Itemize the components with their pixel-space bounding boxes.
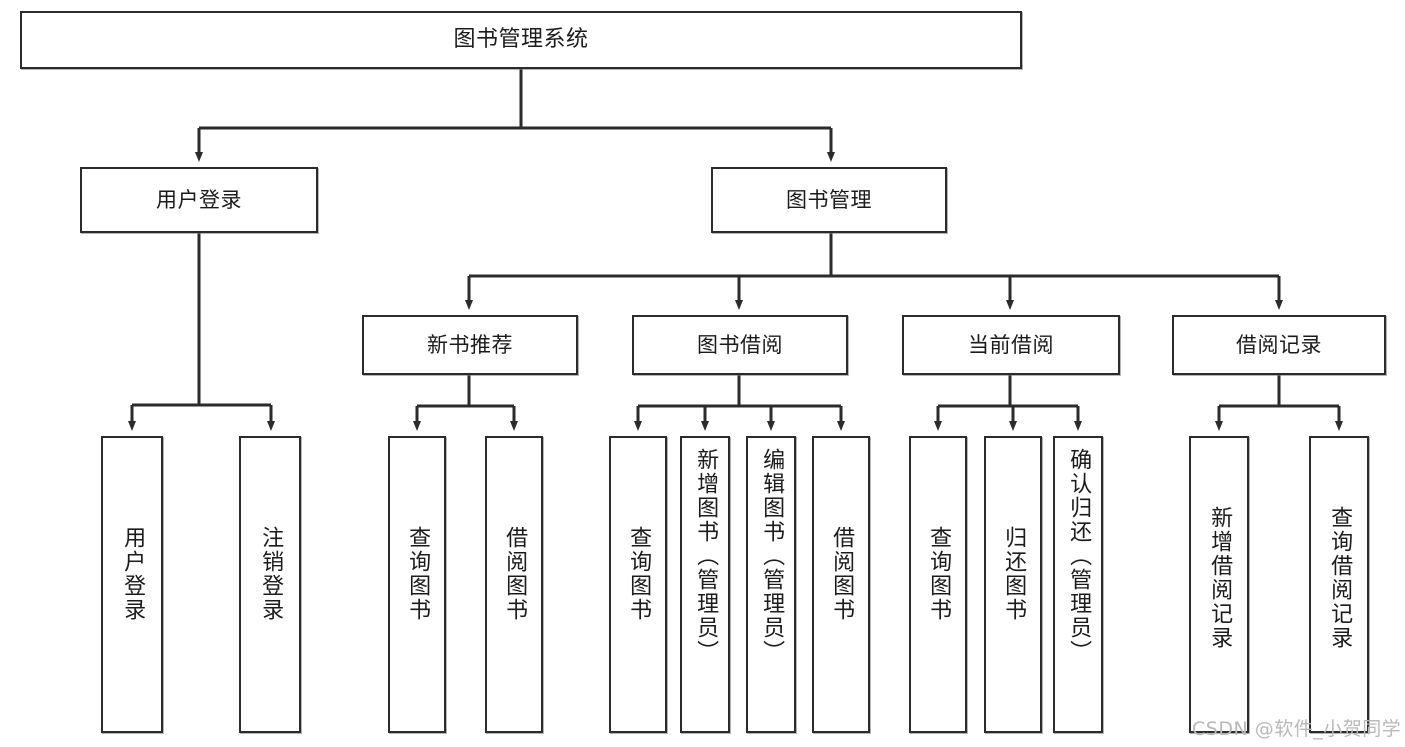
node-leaf-edit-book[interactable]: 编辑图书（管理员） bbox=[746, 436, 796, 733]
node-leaf-logout-label: 注销登录 bbox=[258, 526, 284, 622]
node-leaf-edit-book-label: 编辑图书（管理员） bbox=[759, 448, 785, 664]
node-leaf-return-book-label: 归还图书 bbox=[1001, 526, 1027, 622]
node-leaf-query-book-2-label: 查询图书 bbox=[626, 526, 652, 622]
node-leaf-add-record[interactable]: 新增借阅记录 bbox=[1189, 436, 1249, 733]
node-leaf-return-book[interactable]: 归还图书 bbox=[984, 436, 1042, 733]
node-book-borrow[interactable]: 图书借阅 bbox=[632, 315, 848, 375]
node-leaf-borrow-book-2-label: 借阅图书 bbox=[829, 526, 855, 622]
node-leaf-add-book[interactable]: 新增图书（管理员） bbox=[680, 436, 730, 733]
node-leaf-add-record-label: 新增借阅记录 bbox=[1207, 506, 1233, 650]
node-leaf-query-book-3[interactable]: 查询图书 bbox=[909, 436, 967, 733]
node-leaf-confirm-return[interactable]: 确认归还（管理员） bbox=[1053, 436, 1103, 733]
node-borrow-record-label: 借阅记录 bbox=[1236, 332, 1322, 357]
node-current-borrow-label: 当前借阅 bbox=[968, 332, 1054, 357]
node-root-label: 图书管理系统 bbox=[453, 27, 589, 53]
node-leaf-query-book-1-label: 查询图书 bbox=[405, 526, 431, 622]
node-root[interactable]: 图书管理系统 bbox=[20, 11, 1022, 69]
node-book-manage[interactable]: 图书管理 bbox=[711, 167, 947, 233]
node-leaf-borrow-book-2[interactable]: 借阅图书 bbox=[812, 436, 870, 733]
node-leaf-borrow-book-1[interactable]: 借阅图书 bbox=[485, 436, 543, 733]
node-leaf-borrow-book-1-label: 借阅图书 bbox=[502, 526, 528, 622]
node-leaf-user-login-label: 用户登录 bbox=[120, 526, 146, 622]
node-leaf-add-book-label: 新增图书（管理员） bbox=[693, 448, 719, 664]
node-leaf-query-book-2[interactable]: 查询图书 bbox=[609, 436, 667, 733]
node-borrow-record[interactable]: 借阅记录 bbox=[1172, 315, 1386, 375]
node-leaf-logout[interactable]: 注销登录 bbox=[239, 436, 301, 733]
node-user-login[interactable]: 用户登录 bbox=[80, 167, 318, 233]
node-leaf-query-record[interactable]: 查询借阅记录 bbox=[1309, 436, 1369, 733]
node-new-book-rec-label: 新书推荐 bbox=[427, 332, 513, 357]
node-leaf-query-book-1[interactable]: 查询图书 bbox=[388, 436, 446, 733]
node-leaf-confirm-return-label: 确认归还（管理员） bbox=[1066, 448, 1092, 664]
node-leaf-query-book-3-label: 查询图书 bbox=[926, 526, 952, 622]
node-leaf-query-record-label: 查询借阅记录 bbox=[1327, 506, 1353, 650]
node-leaf-user-login[interactable]: 用户登录 bbox=[101, 436, 163, 733]
node-current-borrow[interactable]: 当前借阅 bbox=[902, 315, 1120, 375]
node-book-borrow-label: 图书借阅 bbox=[697, 332, 783, 357]
node-new-book-rec[interactable]: 新书推荐 bbox=[362, 315, 578, 375]
node-book-manage-label: 图书管理 bbox=[786, 187, 872, 212]
csdn-watermark: CSDN @软件_小贺同学 bbox=[1192, 718, 1402, 740]
node-user-login-label: 用户登录 bbox=[156, 187, 242, 212]
